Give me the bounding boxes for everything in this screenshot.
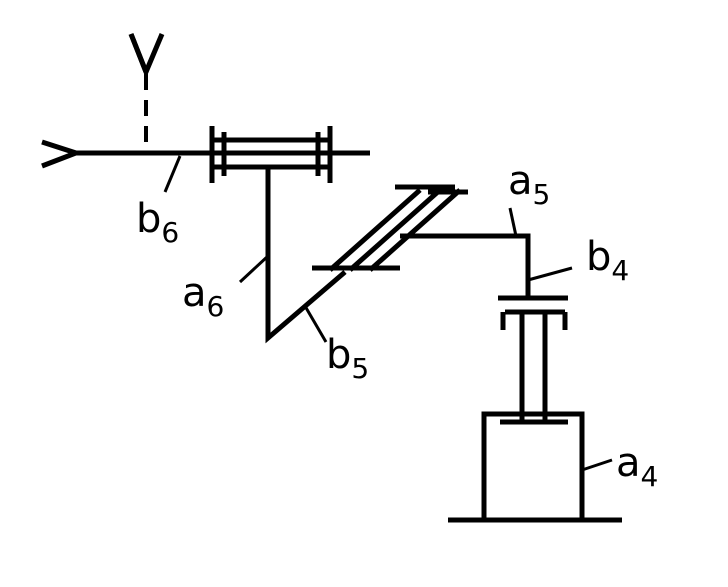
label-b6: b6	[136, 196, 179, 249]
vertical-revolute-joint	[498, 295, 568, 425]
leader-b5	[303, 305, 328, 343]
base-a4	[448, 411, 622, 523]
label-b5: b5	[326, 332, 369, 385]
horizontal-revolute-joint	[209, 126, 333, 183]
leader-a5	[508, 207, 518, 237]
left-gripper-icon	[41, 139, 84, 169]
leader-b4	[527, 266, 573, 282]
label-a5: a5	[508, 158, 550, 211]
label-a6: a6	[182, 270, 224, 323]
leader-a6	[238, 254, 270, 284]
label-a4: a4	[616, 440, 658, 493]
leader-b6	[163, 155, 182, 193]
leader-a4	[581, 458, 613, 472]
diagonal-prismatic-joint	[312, 184, 468, 272]
link-a6	[265, 167, 347, 344]
label-b4: b4	[586, 234, 629, 287]
top-gripper-icon	[128, 33, 165, 79]
link-a5	[400, 233, 531, 298]
